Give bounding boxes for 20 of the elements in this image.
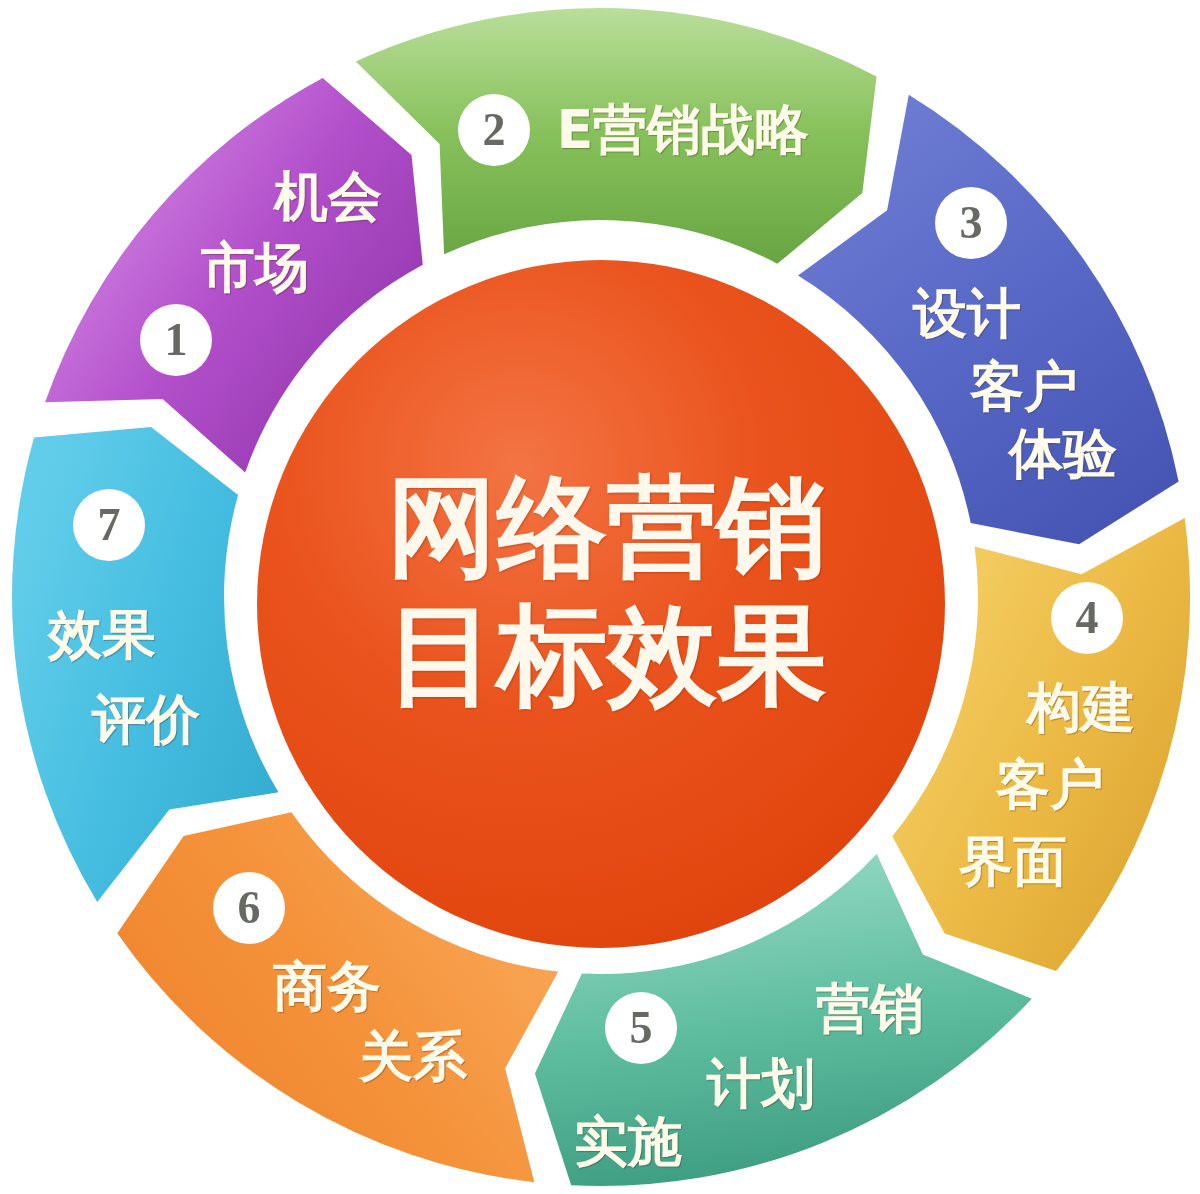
segment-label: 营销 [816,982,924,1036]
segment-label: 计划 [707,1057,815,1111]
segment-label: 商务 [273,960,381,1014]
segment-label: 效果 [48,608,156,662]
center-title: 网络营销目标效果 [386,463,828,719]
segment-label: 体验 [1009,427,1117,481]
segment-label: 关系 [359,1030,467,1084]
segment-label: 评价 [92,693,200,747]
segment-label: 界面 [959,835,1067,889]
segment-label: E营销战略 [556,103,810,157]
segment-label: 机会 [274,170,382,224]
segment-label: 客户 [970,360,1078,414]
segment-label: 设计 [913,287,1021,341]
ring-segment [117,812,559,1183]
segment-label: 构建 [1027,681,1135,735]
segment-label: 客户 [996,758,1104,812]
segment-label: 市场 [201,241,309,295]
segment-label: 实施 [574,1115,682,1169]
ring-segment [892,518,1190,971]
ring-segment [45,77,423,473]
